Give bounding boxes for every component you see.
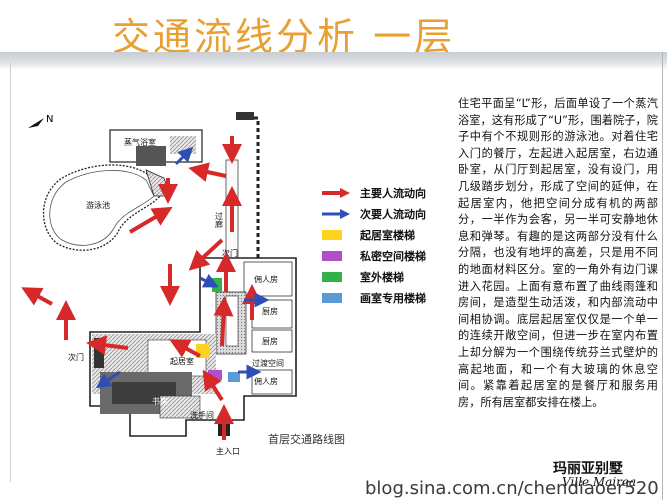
north-arrow-icon: N (28, 114, 53, 128)
swimming-pool: 游泳池 (42, 164, 171, 251)
studio-stair-marker (228, 372, 240, 382)
room-label-kitchen-1: 厨房 (262, 306, 278, 316)
primary-arrow-11 (86, 335, 129, 356)
sauna-building: 蒸气浴室 (109, 129, 203, 166)
room-label-corridor: 过廊 (215, 211, 224, 229)
primary-arrow-4 (213, 296, 234, 347)
legend-label: 次要人流动向 (360, 207, 426, 221)
room-label-sauna: 蒸气浴室 (124, 137, 156, 147)
legend-item-living-stair: 起居室楼梯 (322, 224, 426, 245)
primary-arrow-8 (188, 162, 227, 182)
room-label-washroom: 洗手间 (190, 410, 214, 420)
primary-arrow-3 (169, 339, 201, 358)
room-label-kitchen-2: 厨房 (262, 336, 278, 346)
outdoor-stair-marker (212, 278, 222, 292)
yellow-swatch-icon (322, 229, 350, 240)
legend-label: 画室专用楼梯 (360, 291, 426, 305)
secondary-arrow-5 (95, 370, 121, 389)
room-label-pool: 游泳池 (86, 200, 110, 210)
green-swatch-icon (322, 271, 350, 282)
legend-item-secondary-flow: 次要人流动向 (322, 203, 426, 224)
brand-subtitle: Ville Mairea (562, 475, 637, 489)
plan-caption: 首层交通路线图 (268, 433, 345, 446)
site-boundary (240, 116, 260, 300)
page-title: 交通流线分析 一层 (112, 15, 456, 59)
header-band (0, 52, 667, 70)
divider-left (10, 62, 11, 482)
room-label-servant: 佣人房 (254, 274, 278, 284)
secondary-flow-arrow-icon (322, 208, 350, 219)
legend-label: 室外楼梯 (360, 270, 404, 284)
room-label-living: 起居室 (170, 356, 194, 366)
brand-name: 玛丽亚别墅 (553, 461, 623, 477)
legend-item-studio-stair: 画室专用楼梯 (322, 287, 426, 308)
primary-arrow-14 (128, 206, 173, 234)
legend-item-private-stair: 私密空间楼梯 (322, 245, 426, 266)
legend-item-outdoor-stair: 室外楼梯 (322, 266, 426, 287)
primary-arrow-13 (21, 287, 53, 306)
primary-arrow-6 (188, 238, 224, 271)
legend: 主要人流动向 次要人流动向 起居室楼梯 私密空间楼梯 室外楼梯 画室专用楼梯 (322, 182, 426, 308)
description-text: 住宅平面呈“L”形，后面单设了一个蒸汽浴室，这有形成了“U”形，围着院子，院子中… (458, 97, 658, 409)
room-label-study: 书房 (152, 396, 168, 406)
room-label-transition: 过渡空间 (252, 358, 284, 368)
watermark: blog.sina.com.cn/chendiaoer520 (365, 478, 659, 499)
main-building: 次门 佣人房 厨房 厨房 起居室 过渡空间 佣人房 次门 书房 洗手间 主入口 (68, 248, 297, 456)
primary-flow-arrows (21, 136, 262, 440)
primary-flow-arrow-icon (322, 187, 350, 198)
legend-item-primary-flow: 主要人流动向 (322, 182, 426, 203)
legend-label: 起居室楼梯 (360, 228, 415, 242)
room-label-side-door-left: 次门 (68, 352, 84, 362)
secondary-flow-arrows (95, 146, 270, 389)
room-label-servant-2: 佣人房 (254, 376, 278, 386)
legend-label: 主要人流动向 (360, 186, 426, 200)
room-label-main-entrance: 主入口 (216, 446, 240, 456)
boundary-block (236, 112, 254, 120)
primary-arrow-2 (202, 369, 224, 402)
lightblue-swatch-icon (322, 292, 350, 303)
purple-swatch-icon (322, 250, 350, 261)
room-label-side-door-top: 次门 (222, 248, 238, 258)
divider-right (662, 52, 663, 500)
secondary-arrow-2 (199, 273, 219, 288)
secondary-arrow-1 (174, 146, 194, 166)
legend-label: 私密空间楼梯 (360, 249, 426, 263)
north-label: N (46, 114, 53, 125)
